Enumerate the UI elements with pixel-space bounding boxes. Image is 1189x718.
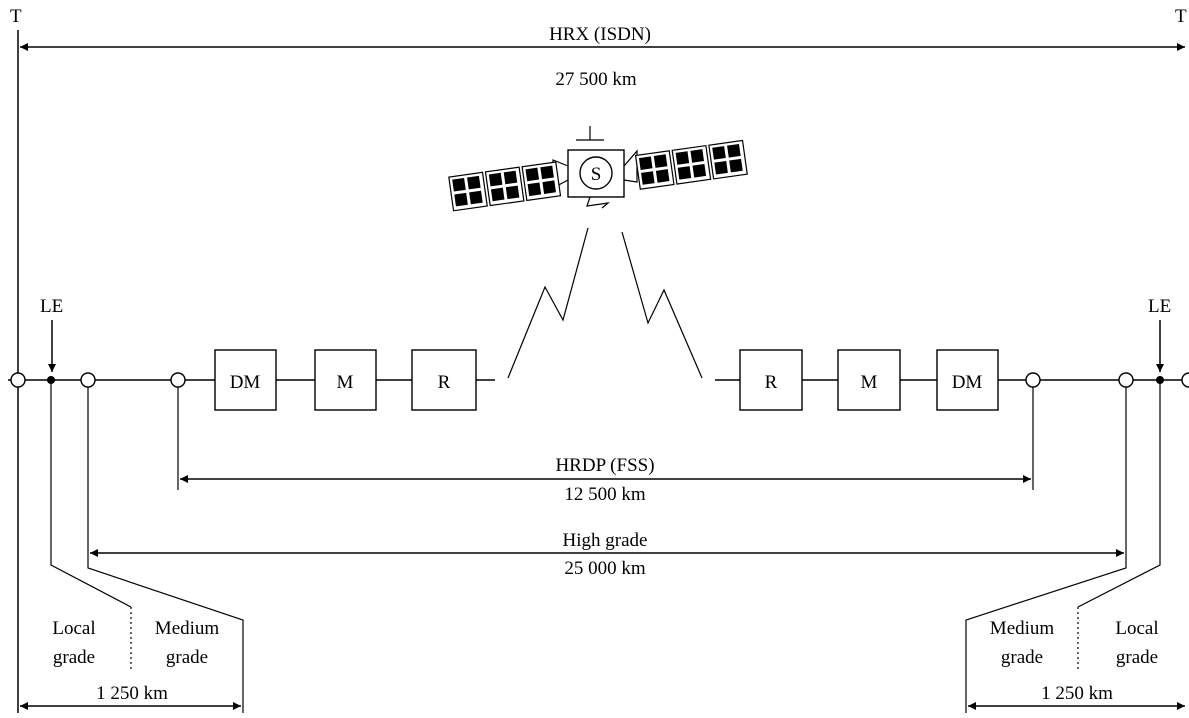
equipment-label-r-right: R (765, 372, 778, 393)
terminal-label-right: T (1175, 6, 1187, 27)
node-high-grade-right (1119, 373, 1133, 387)
medium-grade-left-line2: grade (166, 647, 208, 668)
le-label-right: LE (1148, 296, 1171, 317)
le-label-left: LE (40, 296, 63, 317)
high-grade-ext-right (966, 380, 1126, 713)
hrdp-distance: 12 500 km (564, 484, 646, 505)
downlink-radio-path (622, 232, 702, 378)
hrx-title: HRX (ISDN) (549, 24, 651, 45)
equipment-label-m-left: M (337, 372, 354, 393)
medium-grade-right-line1: Medium (990, 618, 1055, 639)
local-grade-right-line1: Local (1115, 618, 1158, 639)
node-hrdp-left (171, 373, 185, 387)
node-le-left (47, 376, 55, 384)
equipment-label-dm-right: DM (952, 372, 983, 393)
local-grade-right-line2: grade (1116, 647, 1158, 668)
local-distance-left: 1 250 km (96, 683, 168, 704)
equipment-right: R M DM (740, 350, 998, 410)
node-high-grade-left (81, 373, 95, 387)
node-terminal-right (1182, 373, 1189, 387)
medium-grade-left-line1: Medium (155, 618, 220, 639)
equipment-left: DM M R (215, 350, 476, 410)
terminal-label-left: T (10, 6, 22, 27)
node-hrdp-right (1026, 373, 1040, 387)
satellite-label: S (591, 164, 602, 185)
local-distance-right: 1 250 km (1041, 683, 1113, 704)
equipment-label-r-left: R (438, 372, 451, 393)
equipment-label-dm-left: DM (230, 372, 261, 393)
node-le-right (1156, 376, 1164, 384)
hrx-distance: 27 500 km (555, 69, 637, 90)
local-ext-right (1078, 380, 1160, 607)
high-grade-title: High grade (563, 530, 648, 551)
high-grade-distance: 25 000 km (564, 558, 646, 579)
equipment-label-m-right: M (861, 372, 878, 393)
medium-grade-right-line2: grade (1001, 647, 1043, 668)
local-grade-left-line1: Local (52, 618, 95, 639)
uplink-radio-path (508, 228, 588, 378)
local-ext-left (51, 380, 131, 607)
node-terminal-left (11, 373, 25, 387)
satellite-icon: S (449, 126, 747, 211)
hrdp-title: HRDP (FSS) (555, 455, 654, 476)
local-grade-left-line2: grade (53, 647, 95, 668)
